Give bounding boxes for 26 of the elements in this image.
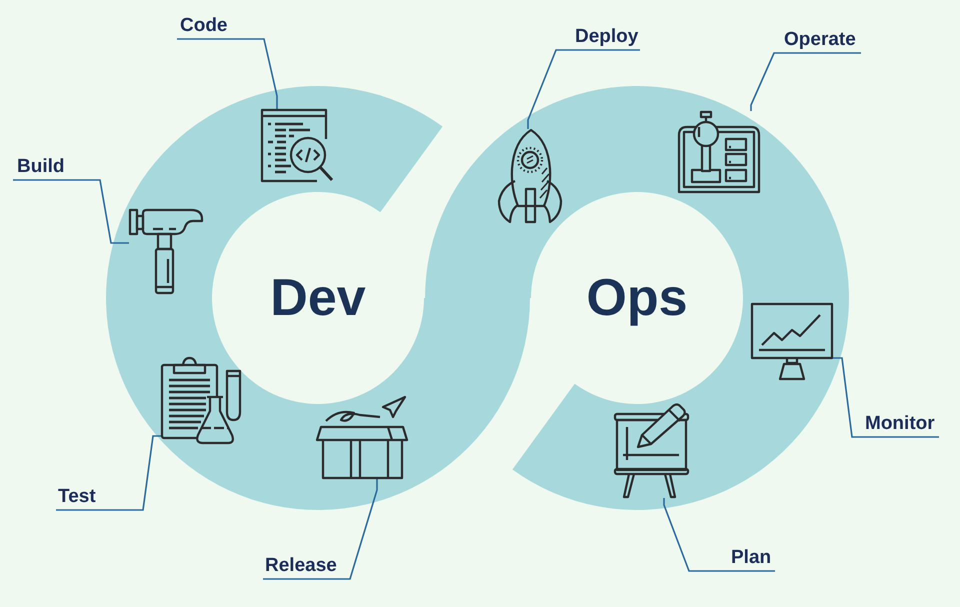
leader-line xyxy=(177,38,278,109)
monitor-chart-icon xyxy=(751,303,833,380)
code-magnifier-icon xyxy=(261,109,333,182)
leader-line xyxy=(663,498,775,572)
loop-center-label: Dev xyxy=(270,272,366,324)
leader-line xyxy=(833,357,939,438)
hammer-icon xyxy=(129,209,203,294)
joystick-panel-icon xyxy=(678,111,760,193)
stage-label: Test xyxy=(58,484,96,510)
stage-label: Code xyxy=(180,13,228,39)
open-box-icon xyxy=(316,395,407,479)
stage-label: Plan xyxy=(731,545,772,571)
stage-label: Operate xyxy=(784,27,856,53)
leader-line xyxy=(56,435,161,511)
stage-label: Build xyxy=(17,154,64,180)
stage-label: Release xyxy=(265,553,337,579)
stage-label: Deploy xyxy=(575,24,638,50)
clipboard-flask-icon xyxy=(161,355,241,445)
rocket-icon xyxy=(497,129,563,223)
easel-pencil-icon xyxy=(614,402,689,498)
leader-line xyxy=(527,49,640,129)
stage-label: Monitor xyxy=(865,411,935,437)
leader-line xyxy=(263,479,378,580)
leader-line xyxy=(13,179,129,244)
leader-line xyxy=(750,52,861,111)
loop-center-label: Ops xyxy=(586,272,688,324)
